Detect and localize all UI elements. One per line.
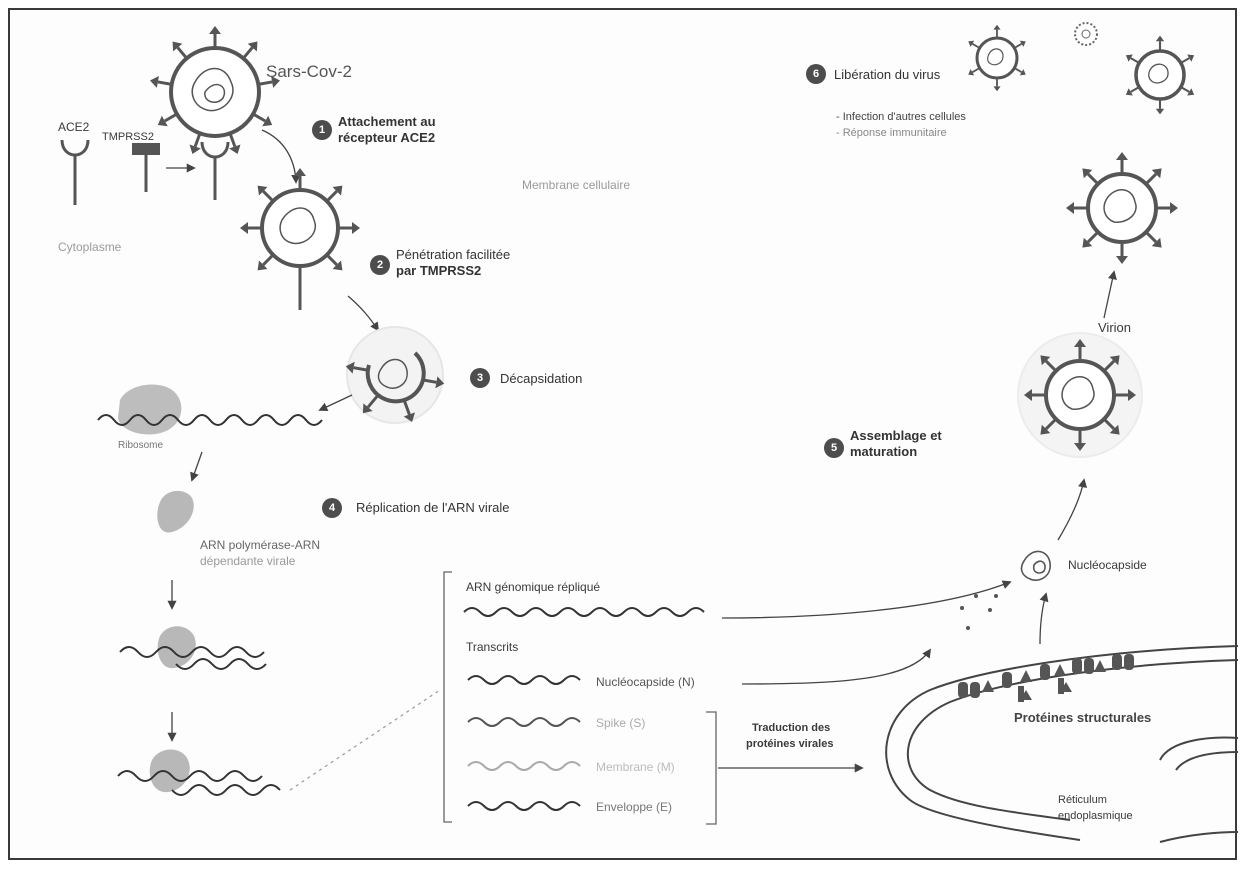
arrow-attach-to-penetration (261, 129, 301, 184)
arrow-genomic-to-nucleocapsid (721, 580, 1012, 619)
step-1-line-1: Attachement au (338, 114, 436, 129)
sme-bracket (706, 711, 717, 825)
step-3-badge: 3 (470, 368, 490, 388)
virus-penetrating (238, 166, 362, 277)
step-2-line-1: Pénétration facilitée (396, 247, 511, 262)
polymerase-label-1: ARN polymérase-ARN (200, 538, 321, 552)
replication-complex-2 (117, 749, 281, 796)
polymerase-label-2: dépendante virale (200, 554, 296, 568)
transcript-s-wave (467, 717, 581, 727)
transcript-e-wave (467, 801, 581, 811)
step-6-line-1: Libération du virus (834, 67, 941, 82)
transcripts-label: Transcrits (466, 640, 519, 654)
step-6-badge: 6 (806, 64, 826, 84)
virion-label: Virion (1098, 320, 1132, 335)
transcript-n-label: Nucléocapside (N) (596, 675, 695, 689)
nucleocapsid-label: Nucléocapside (1068, 558, 1147, 572)
er-label-2: endoplasmique (1058, 810, 1133, 822)
translation-label-2: protéines virales (746, 738, 834, 750)
step-5-line-2: maturation (850, 444, 918, 459)
step-5-badge: 5 (824, 438, 844, 458)
genomic-rna-label: ARN génomique répliqué (466, 580, 601, 594)
virus-label: Sars-Cov-2 (266, 62, 352, 81)
replication-complex-1 (119, 626, 267, 670)
transcript-e-label: Enveloppe (E) (596, 800, 673, 814)
ace2-label: ACE2 (58, 120, 90, 134)
release-effect-2: - Réponse immunitaire (836, 127, 947, 139)
ribosome-label: Ribosome (118, 440, 164, 451)
step-2-badge: 2 (370, 255, 390, 275)
ribosome (97, 384, 323, 435)
er-label-1: Réticulum (1058, 794, 1107, 806)
virus-assembling (1017, 332, 1143, 458)
step-4-line-1: Réplication de l'ARN virale (356, 500, 510, 515)
tmprss2-label: TMPRSS2 (102, 131, 154, 143)
genomic-rna-wave (463, 607, 705, 617)
step-2-line-2: par TMPRSS2 (396, 263, 482, 278)
step-1-badge: 1 (312, 120, 332, 140)
transcripts-bracket (443, 571, 452, 823)
arrow-virion-up (1103, 270, 1117, 319)
nucleocapsid (1020, 550, 1051, 581)
protein-dots (960, 594, 998, 630)
arrow-to-ribosome (318, 394, 353, 412)
membrane-label: Membrane cellulaire (522, 178, 631, 192)
structural-proteins-label: Protéines structurales (1014, 710, 1152, 725)
virus-released-3 (1122, 34, 1198, 116)
structural-proteins (958, 654, 1134, 702)
step-5-line-1: Assemblage et (850, 428, 942, 443)
polymerase-enzyme (157, 490, 194, 533)
ace2-receptor (60, 139, 90, 205)
arrow-to-uncoating (347, 295, 380, 332)
step-4-badge: 4 (322, 498, 342, 518)
transcript-m-label: Membrane (M) (596, 760, 675, 774)
tmprss2-receptor (132, 143, 160, 192)
arrow-nucleocapsid-to-virion (1057, 478, 1088, 541)
transcript-m-wave (467, 761, 581, 771)
virus-released-2 (1074, 22, 1098, 46)
virus-released-1 (965, 23, 1029, 93)
virus-mature (1064, 150, 1180, 266)
dotted-connector (289, 689, 441, 791)
cytoplasm-label: Cytoplasme (58, 240, 122, 254)
arrow-n-to-er (741, 648, 932, 685)
ace2-bound-receptor (200, 141, 230, 200)
virus-main (147, 24, 283, 158)
arrow-to-polymerase (190, 451, 203, 482)
virus-uncoating (343, 326, 447, 426)
transcript-s-label: Spike (S) (596, 716, 646, 730)
step-3-line-1: Décapsidation (500, 371, 583, 386)
arrow-er-to-nucleocapsid (1039, 592, 1049, 645)
step-1-line-2: récepteur ACE2 (338, 130, 436, 145)
transcript-n-wave (467, 675, 581, 685)
release-effect-1: - Infection d'autres cellules (836, 111, 966, 123)
translation-label-1: Traduction des (752, 722, 831, 734)
